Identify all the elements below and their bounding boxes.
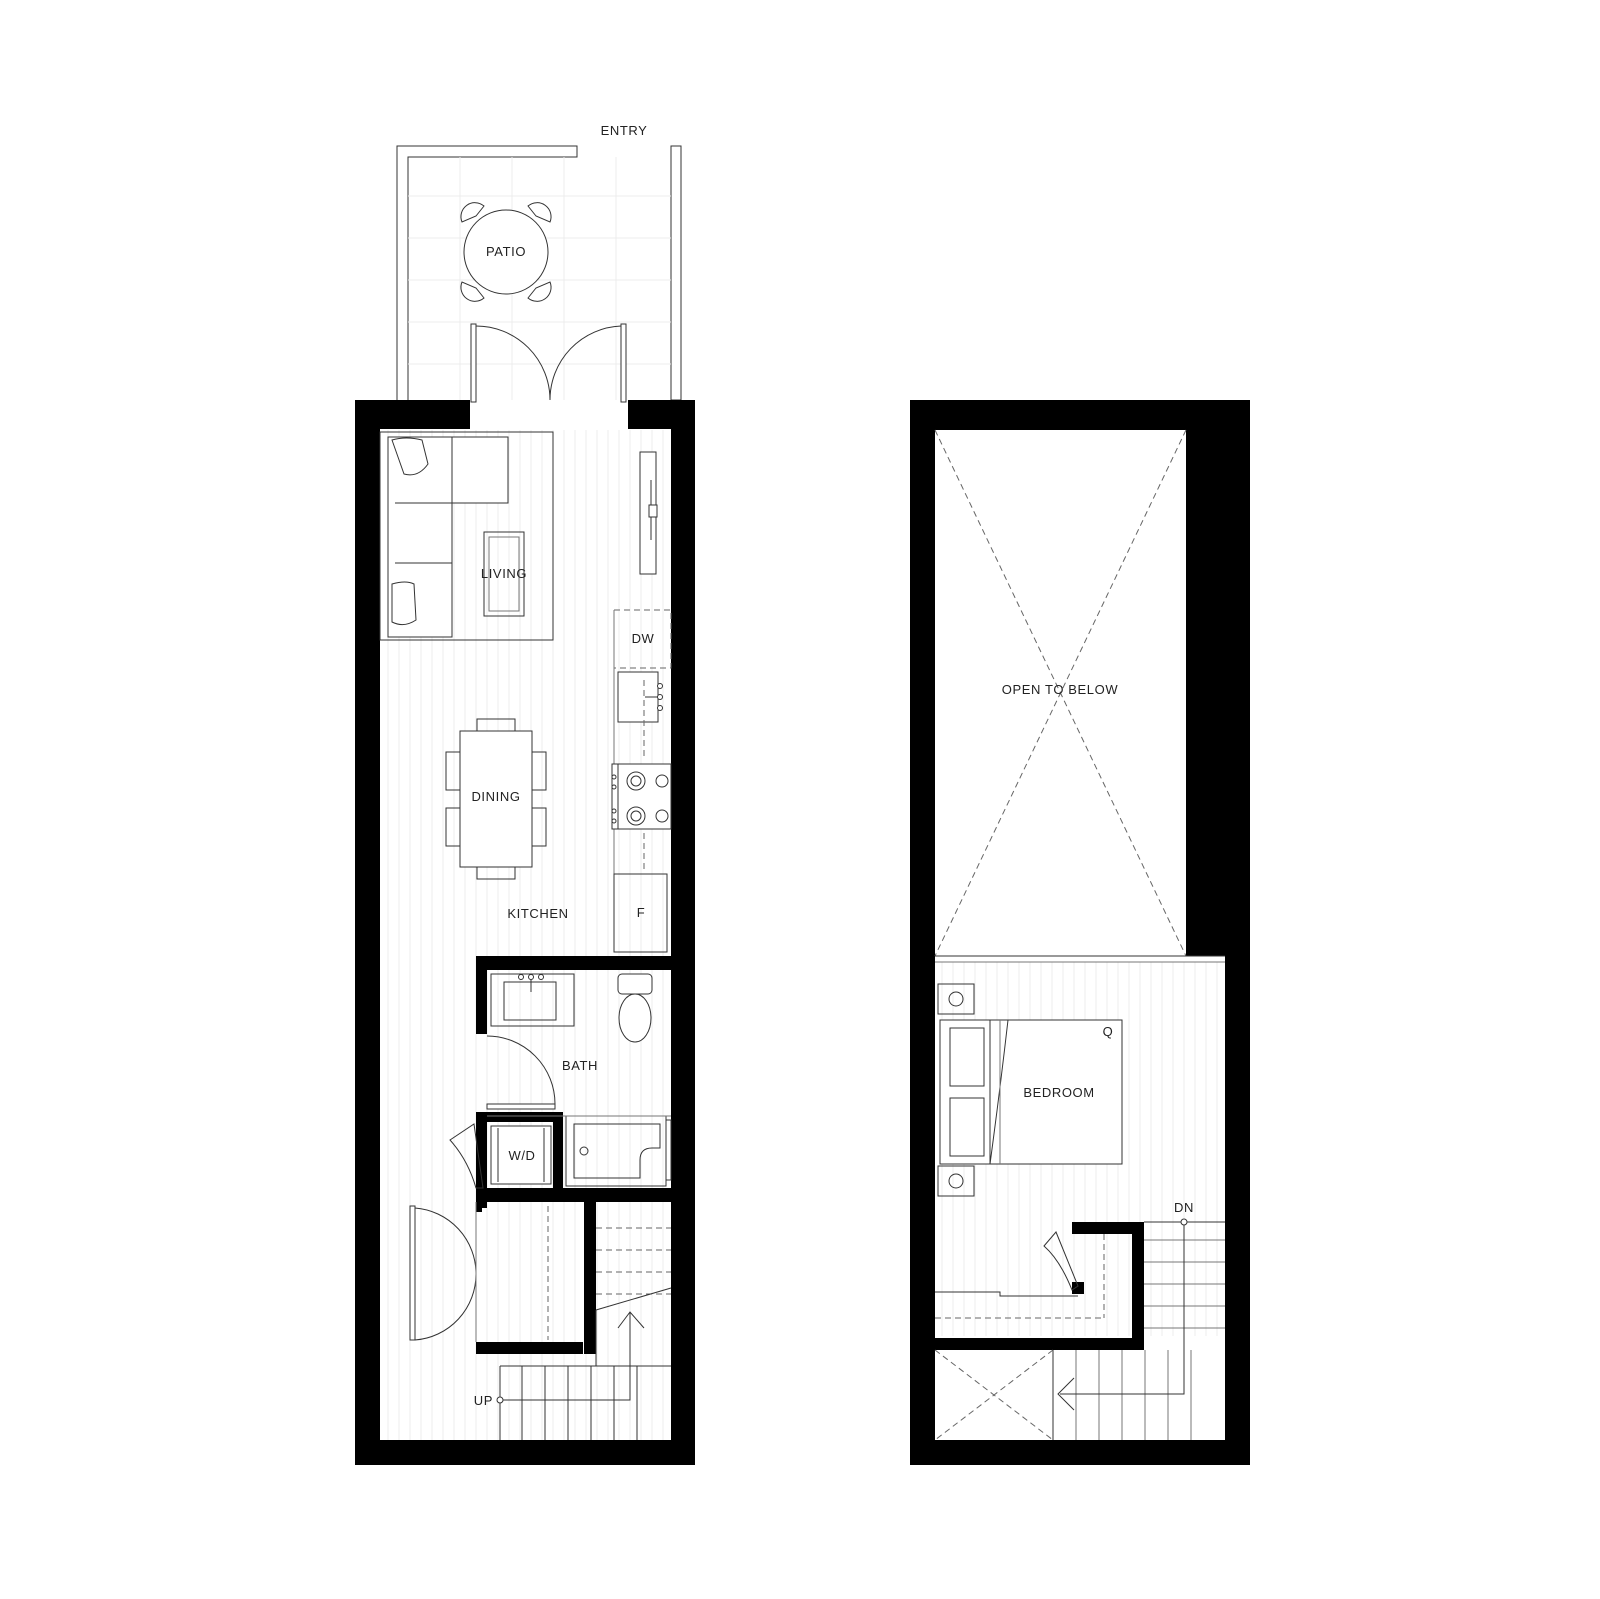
patio-table bbox=[460, 202, 552, 302]
dining-table bbox=[445, 718, 547, 880]
bedroom-furniture bbox=[937, 983, 1123, 1197]
kitchen-label: KITCHEN bbox=[507, 906, 568, 921]
upper-stairs bbox=[934, 1218, 1225, 1441]
bath-label: BATH bbox=[562, 1058, 598, 1073]
upper-floor-walls bbox=[910, 400, 1250, 1465]
open-to-below-label: OPEN TO BELOW bbox=[1002, 682, 1119, 697]
dining-label: DINING bbox=[471, 789, 520, 804]
open-to-below-area bbox=[934, 429, 1225, 963]
up-label: UP bbox=[474, 1393, 493, 1408]
patio-door bbox=[470, 323, 627, 403]
upper-closet bbox=[935, 1231, 1105, 1319]
fridge-label: F bbox=[637, 905, 646, 920]
patio-area bbox=[396, 145, 682, 403]
bedroom-label: BEDROOM bbox=[1023, 1085, 1094, 1100]
down-label: DN bbox=[1174, 1200, 1194, 1215]
storage-closet bbox=[409, 1202, 549, 1342]
lower-stairs bbox=[496, 1227, 672, 1440]
washer-dryer-label: W/D bbox=[508, 1148, 535, 1163]
patio-label: PATIO bbox=[486, 244, 526, 259]
entry-label: ENTRY bbox=[601, 123, 648, 138]
queen-bed-label: Q bbox=[1103, 1024, 1114, 1039]
laundry-closet bbox=[449, 1123, 552, 1189]
dishwasher-label: DW bbox=[632, 631, 655, 646]
bath-fixtures bbox=[486, 973, 672, 1187]
kitchen-counter bbox=[611, 609, 672, 953]
media-unit bbox=[639, 451, 658, 575]
living-furniture bbox=[379, 431, 554, 641]
living-label: LIVING bbox=[481, 566, 527, 581]
lower-floor-walls bbox=[355, 400, 695, 1465]
